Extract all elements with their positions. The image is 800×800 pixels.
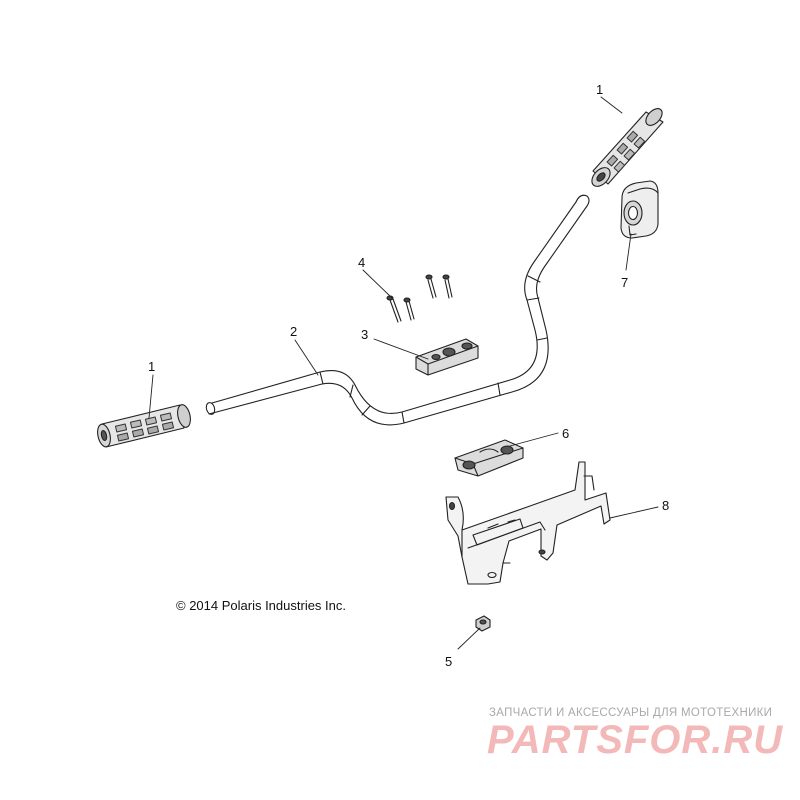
left-grip xyxy=(96,403,193,448)
callout-left-grip: 1 xyxy=(148,359,155,374)
mounting-bracket xyxy=(446,462,610,584)
nut xyxy=(476,616,490,631)
callout-bracket: 8 xyxy=(662,498,669,513)
callout-upper-clamp: 3 xyxy=(361,327,368,342)
clamp-bolts xyxy=(387,275,452,322)
callout-handlebar: 2 xyxy=(290,324,297,339)
bar-end-block xyxy=(621,181,658,238)
upper-clamp xyxy=(416,339,478,375)
leader-lines xyxy=(148,96,659,650)
lower-clamp xyxy=(455,440,523,476)
callout-bolts: 4 xyxy=(358,255,365,270)
callout-end-block: 7 xyxy=(621,275,628,290)
handlebar xyxy=(205,195,589,425)
watermark-logo: PARTSFOR.RU xyxy=(487,718,784,762)
copyright-text: © 2014 Polaris Industries Inc. xyxy=(176,598,346,613)
callout-nut: 5 xyxy=(445,654,452,669)
callout-lower-clamp: 6 xyxy=(562,426,569,441)
callout-labels: 1 2 3 4 1 5 6 7 8 xyxy=(148,82,669,669)
right-grip xyxy=(588,106,665,190)
callout-right-grip: 1 xyxy=(596,82,603,97)
watermark-tagline: ЗАПЧАСТИ И АКСЕССУАРЫ ДЛЯ МОТОТЕХНИКИ xyxy=(489,707,773,719)
